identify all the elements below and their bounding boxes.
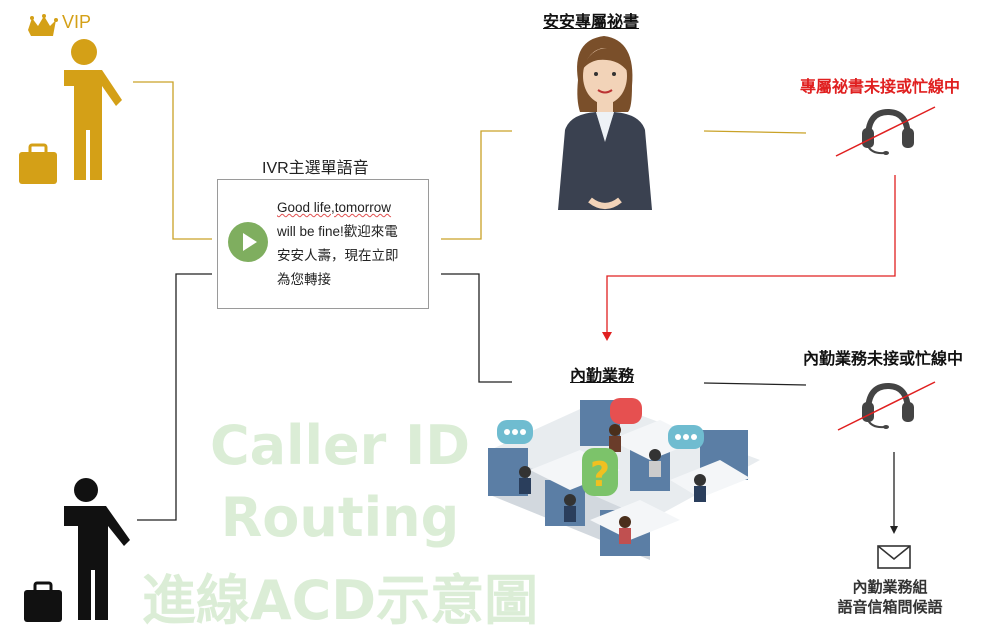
ivr-to-secretary-connector [441,130,512,240]
secretary-to-busy-connector [703,130,807,134]
caller-briefcase-icon [24,581,62,622]
vip-briefcase-icon [19,143,57,184]
alert-bubble-icon [610,398,642,424]
inhouse-title: 內勤業務 [570,368,635,385]
crown-icon [28,14,58,36]
inhouse-to-busy-connector [703,382,807,386]
secretary-title: 安安專屬祕書 [543,14,640,31]
arrow-to-inhouse [602,332,612,341]
ivr-greeting-line: 為您轉接 [277,272,331,287]
ivr-title: IVR主選單語音 [262,160,369,177]
regular-to-ivr-connector [137,273,212,521]
question-bubble-icon: ? [582,448,618,496]
chat-bubble-icon [497,420,533,444]
caller-person-icon [64,478,130,620]
ivr-greeting-text: Good life,tomorrow will be fine!歡迎來電 安安人… [277,196,425,292]
watermark-line-3: 進線ACD示意圖 [141,569,539,632]
inhouse-busy-label: 內勤業務未接或忙線中 [803,351,964,368]
play-icon[interactable] [228,222,268,262]
ivr-greeting-line: Good life,tomorrow [277,200,392,215]
vip-to-ivr-connector [133,81,212,240]
voicemail-line: 內勤業務組 [852,579,928,596]
arrow-to-voicemail [890,526,898,534]
secretary-busy-headset-icon [835,106,936,157]
ivr-to-inhouse-connector [441,273,512,383]
ivr-greeting-line: 安安人壽，現在立即 [277,248,399,263]
ivr-greeting-line: will be fine!歡迎來電 [277,224,398,239]
office-illustration: ? [488,398,760,560]
secretary-figure [558,36,652,210]
voicemail-label: 內勤業務組 語音信箱問候語 [820,578,960,618]
svg-text:?: ? [590,455,610,495]
inhouse-busy-headset-icon [837,381,936,431]
secretary-busy-to-inhouse-connector [606,175,896,333]
voicemail-line: 語音信箱問候語 [837,599,943,616]
watermark-line-2: Routing [220,486,460,549]
vip-person-icon [64,39,122,180]
mail-icon [877,545,911,569]
vip-label: VIP [62,12,92,32]
secretary-busy-label: 專屬祕書未接或忙線中 [800,79,961,96]
chat-bubble-icon [668,425,704,449]
watermark-line-1: Caller ID [209,414,471,477]
